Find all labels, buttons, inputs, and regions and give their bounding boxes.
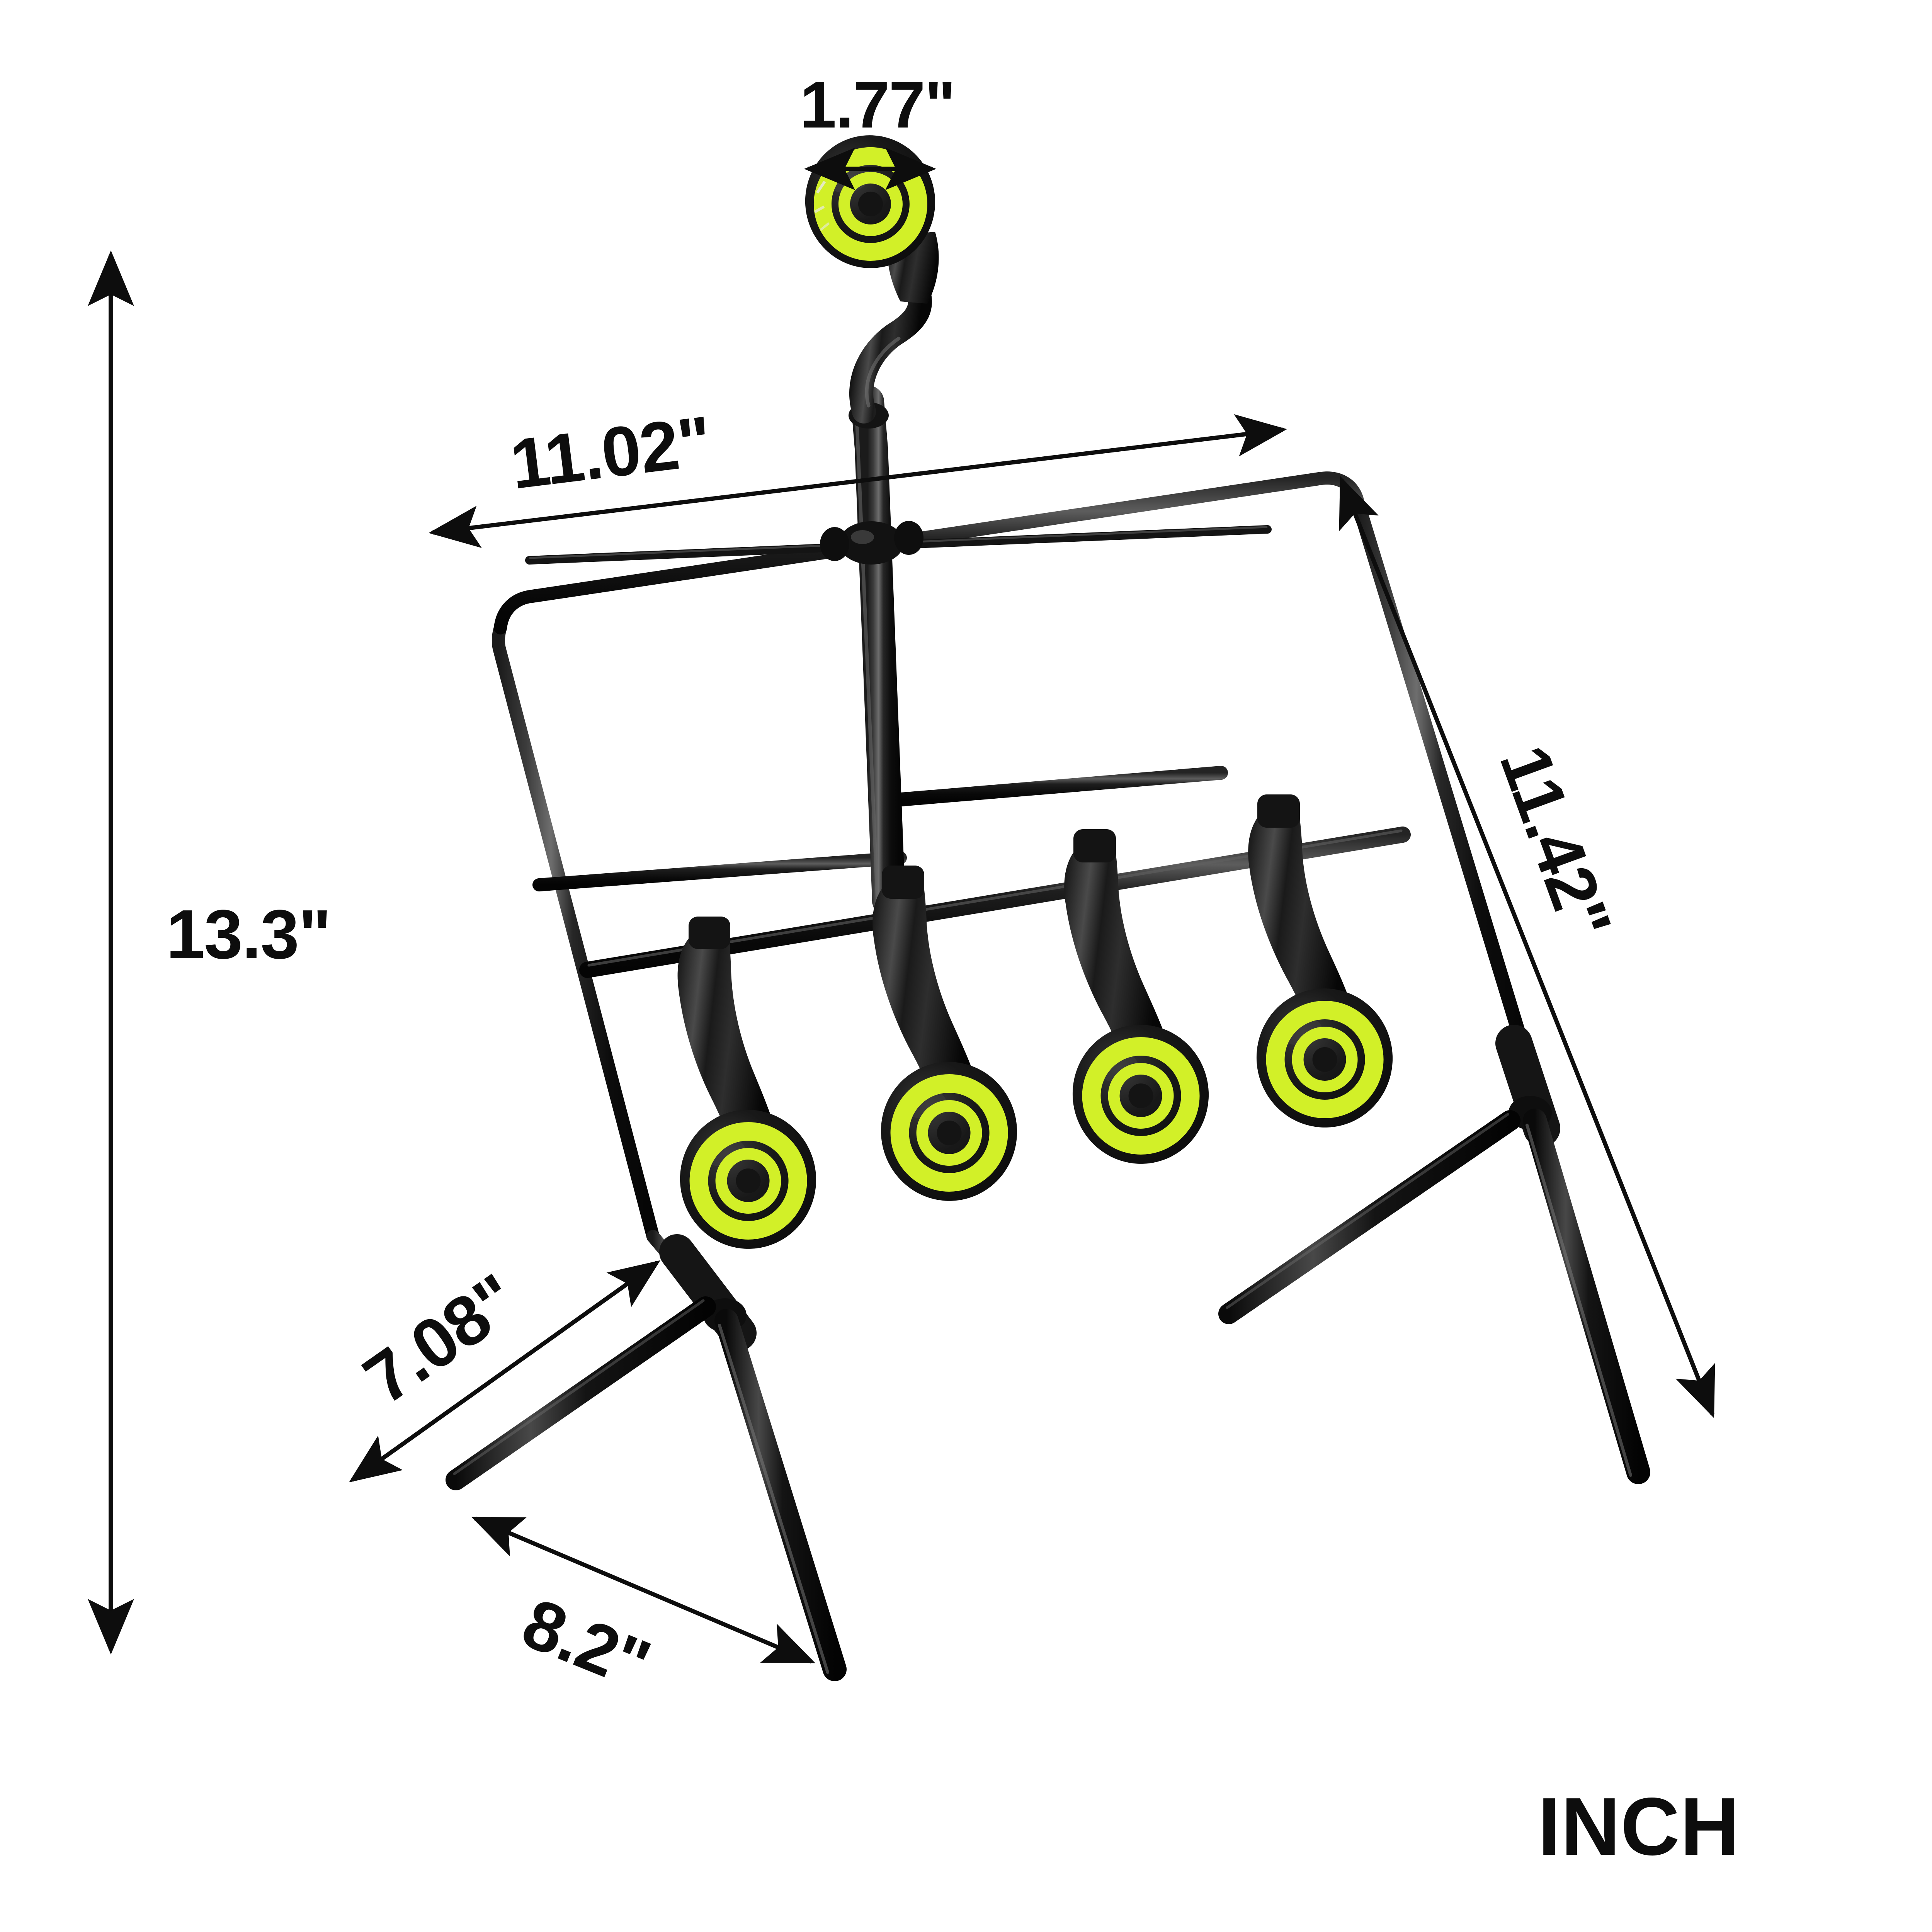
target-disc-2 xyxy=(872,866,1017,1201)
dim-line-leg-spread-left xyxy=(471,1516,816,1664)
dimension-lines xyxy=(88,148,1715,1664)
dim-label-top-target-diameter: 1.77" xyxy=(800,68,955,142)
spinner-arm xyxy=(849,275,932,423)
unit-label: INCH xyxy=(1538,1781,1740,1872)
dim-line-frame-depth-right xyxy=(1339,476,1715,1418)
dim-line-foot-bar-left xyxy=(349,1260,660,1483)
lower-cross-bar-upper xyxy=(532,851,907,891)
dim-label-overall-height: 13.3" xyxy=(166,896,331,973)
target-disc-3 xyxy=(1064,829,1209,1164)
target-disc-1 xyxy=(677,917,816,1249)
dim-line-frame-width xyxy=(429,414,1287,548)
mid-reset-rod xyxy=(889,766,1228,807)
